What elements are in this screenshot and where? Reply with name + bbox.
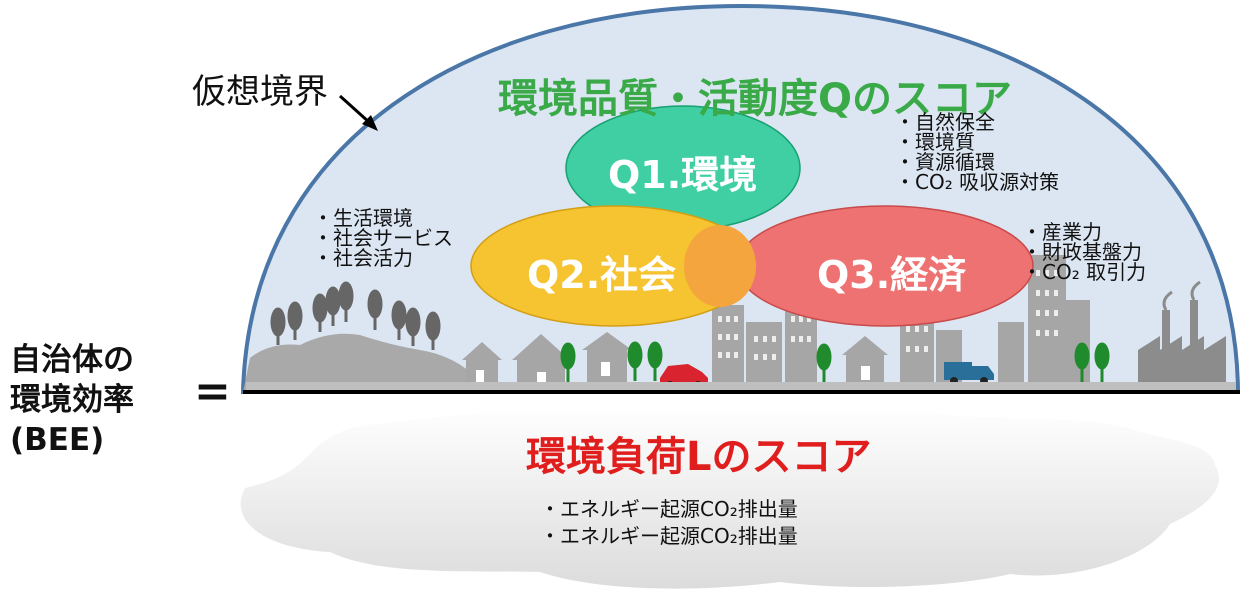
load-items-list: ・エネルギー起源CO₂排出量 ・エネルギー起源CO₂排出量 [540,496,798,550]
bee-label: 自治体の 環境効率 (BEE) [10,340,134,460]
q3-item: ・産業力 [1022,220,1102,244]
q3-item: ・財政基盤力 [1022,240,1142,264]
q3-items-list: ・産業力 ・財政基盤力 ・CO₂ 取引力 [1022,222,1146,282]
bee-label-line: 環境効率 [10,382,134,418]
q1-items-list: ・自然保全 ・環境質 ・資源循環 ・CO₂ 吸収源対策 [895,112,1059,192]
q3-item: ・CO₂ 取引力 [1022,260,1147,284]
bee-label-line: 自治体の [10,342,134,378]
q1-item: ・環境質 [895,130,975,154]
q2-label: Q2.社会 [527,253,677,297]
q2-items-list: ・生活環境 ・社会サービス ・社会活力 [313,208,453,268]
load-item: ・エネルギー起源CO₂排出量 [540,524,798,548]
virtual-boundary-label: 仮想境界 [192,72,328,112]
quality-score-title: 環境品質・活動度Qのスコア [498,76,1013,122]
q1-label: Q1.環境 [608,153,758,197]
q1-item: ・CO₂ 吸収源対策 [895,170,1060,194]
load-score-title: 環境負荷Lのスコア [526,434,872,480]
building-windows [718,270,1058,360]
ground [246,382,1236,392]
equals-sign: = [194,366,231,417]
q2-item: ・生活環境 [313,206,413,230]
load-cloud [240,405,1219,589]
q1-item: ・自然保全 [895,110,995,134]
trees-hill [270,281,441,350]
green-trees [560,341,1110,383]
factory [1138,280,1226,392]
hills [243,333,470,392]
boundary-arrow [338,94,378,131]
bee-label-line: (BEE) [10,422,105,458]
load-item: ・エネルギー起源CO₂排出量 [540,497,798,521]
q2-item: ・社会活力 [313,246,413,270]
q2-q3-overlap [684,225,756,307]
q3-label: Q3.経済 [817,253,967,297]
q1-item: ・資源循環 [895,150,995,174]
buildings [712,255,1090,392]
q2-item: ・社会サービス [313,226,453,250]
